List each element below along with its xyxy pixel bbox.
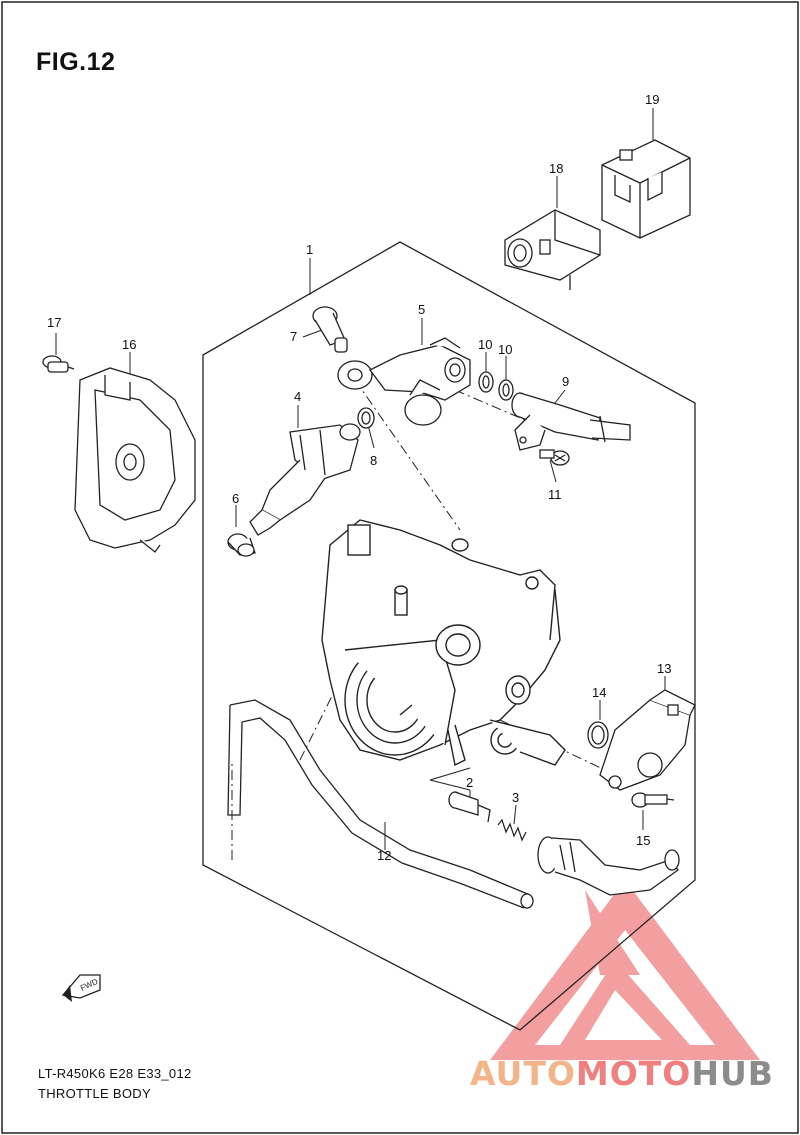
bolt-part-17 bbox=[42, 355, 75, 373]
figure-title: FIG.12 bbox=[36, 48, 116, 76]
callout-8: 8 bbox=[370, 453, 377, 468]
idle-screw-part-2 bbox=[448, 791, 491, 823]
sensor-part-9 bbox=[511, 392, 631, 451]
hose-part-12 bbox=[227, 699, 534, 909]
callout-15: 15 bbox=[636, 833, 650, 848]
fuel-injector-part bbox=[249, 423, 361, 536]
model-code: LT-R450K6 E28 E33_012 bbox=[38, 1066, 192, 1081]
assembly-outline bbox=[202, 241, 696, 1031]
callout-6: 6 bbox=[232, 491, 239, 506]
callout-17: 17 bbox=[47, 315, 61, 330]
seal-part-6 bbox=[227, 533, 256, 557]
callout-7: 7 bbox=[290, 329, 297, 344]
callout-11: 11 bbox=[548, 487, 562, 502]
callout-labels: 1 2 3 4 5 6 7 8 9 10 10 11 12 13 14 15 1… bbox=[47, 92, 671, 863]
callout-13: 13 bbox=[657, 661, 671, 676]
o-rings-part-10 bbox=[478, 371, 514, 401]
fwd-arrow-icon: FWD bbox=[61, 974, 101, 1002]
cover-part bbox=[74, 367, 196, 553]
screw-part-15 bbox=[631, 792, 675, 808]
callout-10a: 10 bbox=[478, 337, 492, 352]
callout-19: 19 bbox=[645, 92, 659, 107]
callout-12: 12 bbox=[377, 848, 391, 863]
callout-18: 18 bbox=[549, 161, 563, 176]
watermark-part-2: MOTO bbox=[575, 1054, 692, 1093]
section-name: THROTTLE BODY bbox=[38, 1086, 151, 1101]
callout-1: 1 bbox=[306, 242, 313, 257]
callout-5: 5 bbox=[418, 302, 425, 317]
throttle-body-main bbox=[321, 519, 566, 767]
callout-9: 9 bbox=[562, 374, 569, 389]
throttle-position-sensor-part bbox=[599, 689, 696, 791]
spring-part-3 bbox=[497, 818, 527, 842]
screw-part-11 bbox=[539, 449, 570, 466]
connector-part bbox=[504, 209, 601, 290]
o-ring-part-8 bbox=[357, 407, 375, 429]
hose-fitting-part bbox=[537, 836, 680, 896]
callout-16: 16 bbox=[122, 337, 136, 352]
coupler-cap-part bbox=[601, 139, 691, 239]
fuel-delivery-pipe-part bbox=[337, 337, 471, 426]
callout-4: 4 bbox=[294, 389, 301, 404]
callout-14: 14 bbox=[592, 685, 606, 700]
watermark-part-1: AUTO bbox=[470, 1054, 576, 1093]
callout-2: 2 bbox=[466, 775, 473, 790]
callout-3: 3 bbox=[512, 790, 519, 805]
watermark-part-3: HUB bbox=[691, 1054, 774, 1093]
cap-part-7 bbox=[312, 306, 348, 353]
watermark-logo bbox=[490, 880, 760, 1060]
callout-10b: 10 bbox=[498, 342, 512, 357]
leader-lines bbox=[55, 108, 666, 850]
o-ring-part-14 bbox=[587, 721, 609, 749]
watermark-text: AUTOMOTOHUB bbox=[470, 1054, 774, 1093]
